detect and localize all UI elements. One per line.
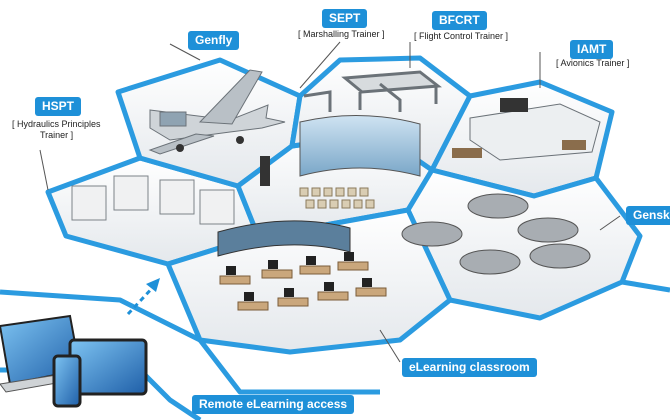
genfly-label: Genfly bbox=[188, 31, 240, 50]
aircraft-trainer-illustration bbox=[148, 69, 286, 155]
flight-control-rig-illustration bbox=[303, 70, 442, 112]
sept-label: SEPT bbox=[322, 9, 368, 28]
elearning-classroom-label: eLearning classroom bbox=[402, 358, 537, 377]
cell-gensk bbox=[405, 167, 643, 321]
iamt-description: [ Avionics Trainer ] bbox=[556, 58, 630, 68]
remote-elearning-label: Remote eLearning access bbox=[192, 395, 355, 414]
classroom-illustration bbox=[217, 220, 387, 311]
hydraulics-trainer-illustration bbox=[71, 175, 235, 225]
hspt-description-line2: Trainer ] bbox=[40, 130, 74, 140]
hspt-label: HSPT bbox=[35, 97, 82, 116]
bfcrt-label: BFCRT bbox=[432, 11, 487, 30]
remote-access-arrow bbox=[126, 278, 160, 316]
hspt-description-line1: [ Hydraulics Principles bbox=[12, 119, 101, 129]
marshalling-simulator-illustration bbox=[260, 115, 421, 209]
remote-devices-illustration bbox=[0, 314, 148, 408]
gensk-label: Gensk bbox=[626, 206, 670, 225]
engine-trainer-illustration bbox=[401, 193, 591, 275]
sept-description: [ Marshalling Trainer ] bbox=[298, 29, 385, 39]
iamt-label: IAMT bbox=[570, 40, 614, 59]
label-connectors bbox=[39, 41, 621, 363]
avionics-trainer-illustration bbox=[452, 98, 601, 161]
bfcrt-description: [ Flight Control Trainer ] bbox=[414, 31, 509, 41]
